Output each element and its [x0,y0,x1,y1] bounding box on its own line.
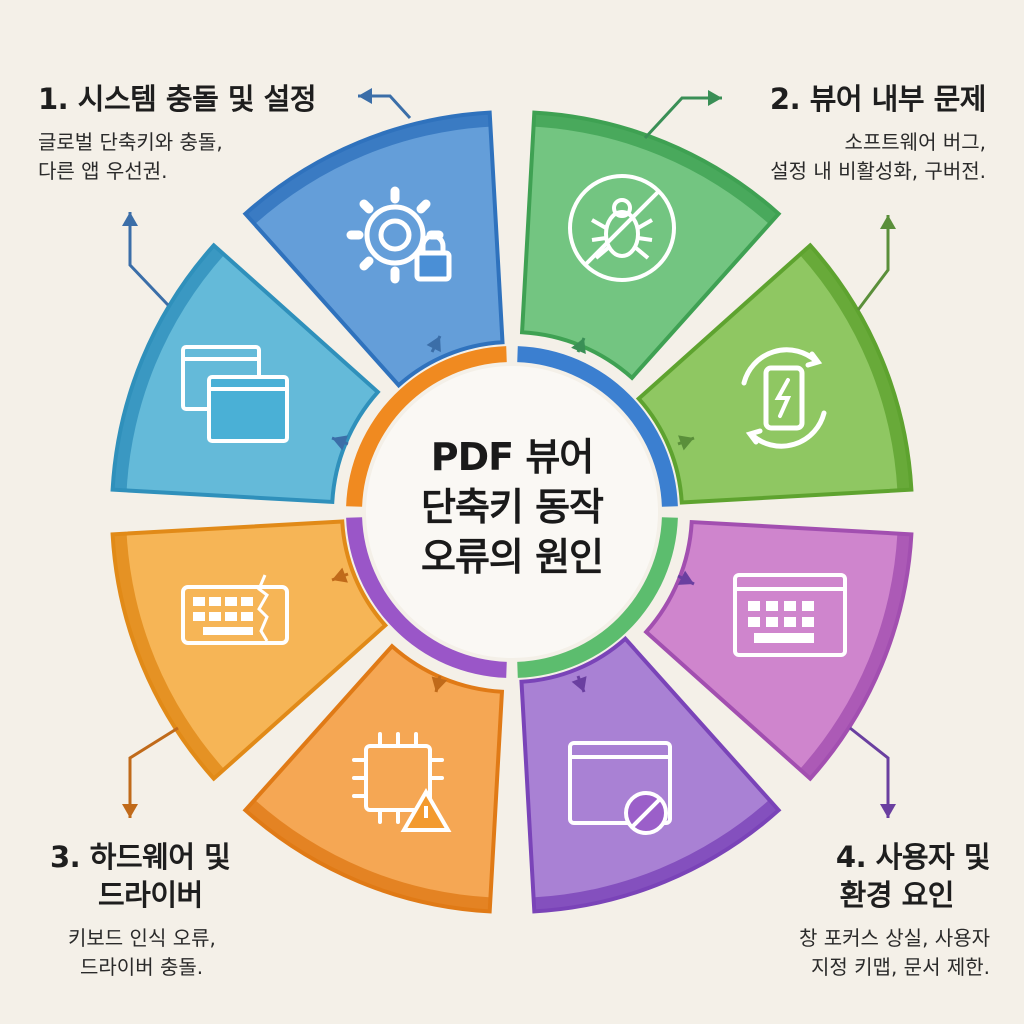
ring-segments [110,110,914,914]
inner-arrow-6-head [431,676,448,692]
category-3-desc: 키보드 인식 오류, 드라이버 충돌. [50,924,350,982]
center-title-line2: 단축키 동작 [420,485,604,529]
seg-hw-chip-band [245,799,491,912]
center-title-line3: 오류의 원인 [420,535,604,579]
category-4-title-line1: 4. 사용자 및 [835,840,991,874]
inner-arc-viewer [517,517,678,678]
category-3-title-line2: 드라이버 [98,878,203,912]
broken-keyboard-icon [181,574,289,645]
category-4-desc: 창 포커스 상실, 사용자 지정 키맵, 문서 제한. [690,924,990,982]
seg-user-window-band [533,799,779,912]
center-title-line1: PDF 뷰어 [430,435,595,479]
category-3-desc-line2: 드라이버 충돌. [80,955,204,979]
bug-blocked-icon [568,174,676,282]
inner-arrow-5-head [332,567,348,583]
category-4-desc-line1: 창 포커스 상실, 사용자 [798,926,990,950]
seg-viewer-bug-band [533,112,779,225]
category-2-desc-line2: 설정 내 비활성화, 구버전. [770,159,986,183]
center-title: PDF 뷰어 단축키 동작 오류의 원인 [372,432,652,582]
category-2-label: 2. 뷰어 내부 문제 소프트웨어 버그, 설정 내 비활성화, 구버전. [650,80,987,186]
inner-arrow-3-head [571,338,586,355]
category-3-title: 3. 하드웨어 및 드라이버 [50,838,350,914]
windows-icon [181,345,289,443]
gear-lock-icon [346,186,452,284]
category-3-title-line1: 3. 하드웨어 및 [50,840,231,874]
inner-arrow-8-head [571,676,587,692]
arrow-to-category-1-b-head [122,212,138,226]
category-2-desc-line1: 소프트웨어 버그, [844,130,986,154]
center-circle [366,366,658,658]
device-error-sync-icon [741,347,827,449]
category-2-desc: 소프트웨어 버그, 설정 내 비활성화, 구버전. [650,128,986,186]
category-4-label: 4. 사용자 및 환경 요인 창 포커스 상실, 사용자 지정 키맵, 문서 제… [690,838,991,982]
category-2-title: 2. 뷰어 내부 문제 [769,82,987,116]
arrow-to-category-1-head [358,88,372,104]
inner-arc-system [517,346,678,507]
seg-viewer-sync-band [799,245,912,491]
arrow-to-category-4-head [880,804,896,818]
inner-arrow-4-head [678,435,694,451]
arrow-to-category-3-head [122,804,138,818]
arrow-to-category-2-head [708,90,722,106]
connector-arrows [122,88,896,818]
inner-arrow-7-head [677,570,694,585]
category-3-label: 3. 하드웨어 및 드라이버 키보드 인식 오류, 드라이버 충돌. [50,838,350,982]
category-4-title-line2: 환경 요인 [839,878,955,912]
category-1-desc-line2: 다른 앱 우선권. [38,159,168,183]
seg-system-windows-band [112,245,225,491]
category-4-title: 4. 사용자 및 환경 요인 [690,838,991,914]
arrow-to-category-2-b [856,215,890,311]
seg-hw-keyboard-band [112,533,225,779]
inner-arrow-2-head [332,435,348,451]
inner-arrow-1-head [426,336,441,353]
seg-system-band [245,112,491,225]
seg-user-keymap-band [799,533,912,779]
arrow-to-category-1-b [128,212,170,307]
inner-arc-hardware [346,346,507,507]
chip-warning-icon [352,732,452,832]
category-1-label: 1. 시스템 충돌 및 설정 글로벌 단축키와 충돌, 다른 앱 우선권. [38,80,378,186]
arrow-to-category-3 [128,726,179,818]
category-1-desc: 글로벌 단축키와 충돌, 다른 앱 우선권. [38,128,378,186]
inner-arc-user [346,517,507,678]
category-4-desc-line2: 지정 키맵, 문서 제한. [811,955,990,979]
category-1-title: 1. 시스템 충돌 및 설정 [38,82,317,116]
inner-ring [346,346,678,678]
arrow-to-category-4 [849,726,890,818]
keyboard-window-icon [733,573,847,657]
category-1-desc-line1: 글로벌 단축키와 충돌, [38,130,223,154]
window-blocked-icon [568,741,672,835]
arrow-to-category-2-b-head [880,215,896,229]
category-3-desc-line1: 키보드 인식 오류, [68,926,216,950]
